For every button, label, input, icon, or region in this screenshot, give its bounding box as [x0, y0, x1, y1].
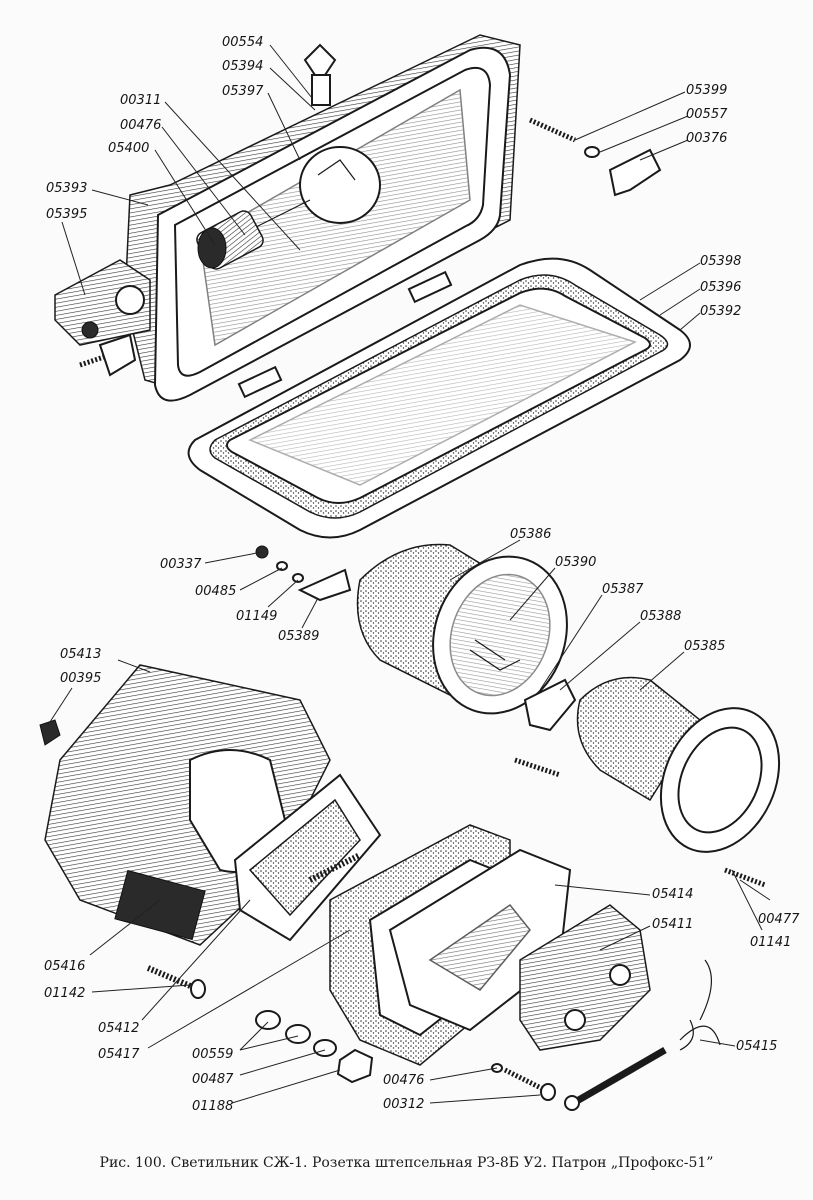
label-00485: 00485	[195, 584, 236, 599]
figure-caption: Рис. 100. Светильник СЖ-1. Розетка штепс…	[99, 1155, 714, 1171]
label-05386: 05386	[510, 527, 551, 542]
label-05412: 05412	[98, 1021, 139, 1036]
label-00312: 00312	[383, 1097, 424, 1112]
label-00477: 00477	[758, 912, 800, 927]
label-05388: 05388	[640, 609, 681, 624]
label-05390: 05390	[555, 555, 596, 570]
label-05396: 05396	[700, 280, 741, 295]
label-05393: 05393	[46, 181, 87, 196]
lid-spring-and-pin	[564, 959, 721, 1111]
label-00476-top: 00476	[120, 118, 161, 133]
label-01188: 01188	[192, 1099, 233, 1114]
label-00559: 00559	[192, 1047, 233, 1062]
label-05389: 05389	[278, 629, 319, 644]
label-05411: 05411	[652, 917, 693, 932]
glass-frame	[187, 257, 691, 539]
label-05413: 05413	[60, 647, 101, 662]
contact-spring-plate	[514, 678, 577, 778]
label-05416: 05416	[44, 959, 85, 974]
lamp-socket	[196, 210, 264, 270]
socket-insulator	[233, 773, 382, 942]
label-00476-bottom: 00476	[383, 1073, 424, 1088]
label-00337: 00337	[160, 557, 202, 572]
label-05399: 05399	[686, 83, 727, 98]
holder-ring	[576, 676, 781, 888]
wing-bolt-right	[528, 117, 662, 197]
label-05414: 05414	[652, 887, 693, 902]
label-01141: 01141	[750, 935, 791, 950]
leader-lines	[47, 44, 771, 1104]
label-05415: 05415	[736, 1039, 777, 1054]
label-00554: 00554	[222, 35, 263, 50]
label-05395: 05395	[46, 207, 87, 222]
label-05392: 05392	[700, 304, 741, 319]
holder-cup	[356, 543, 568, 715]
label-00487: 00487	[192, 1072, 234, 1087]
label-05387: 05387	[602, 582, 644, 597]
part-labels: 00554 05394 05397 00311 00476 05400 0539…	[44, 35, 800, 1114]
wing-bolt-left	[79, 333, 137, 377]
wing-nut-top	[303, 43, 337, 106]
label-05417: 05417	[98, 1047, 140, 1062]
label-00557: 00557	[686, 107, 728, 122]
label-00376: 00376	[686, 131, 727, 146]
label-05394: 05394	[222, 59, 263, 74]
label-05398: 05398	[700, 254, 741, 269]
screws-bottom	[146, 965, 556, 1101]
label-05400: 05400	[108, 141, 149, 156]
label-05397: 05397	[222, 84, 264, 99]
contact-plate	[255, 545, 352, 602]
label-01142: 01142	[44, 986, 85, 1001]
label-01149: 01149	[236, 609, 277, 624]
label-00311: 00311	[120, 93, 161, 108]
label-05385: 05385	[684, 639, 725, 654]
mounting-bracket	[54, 259, 151, 346]
lamp-bulb	[249, 146, 381, 231]
label-00395: 00395	[60, 671, 101, 686]
